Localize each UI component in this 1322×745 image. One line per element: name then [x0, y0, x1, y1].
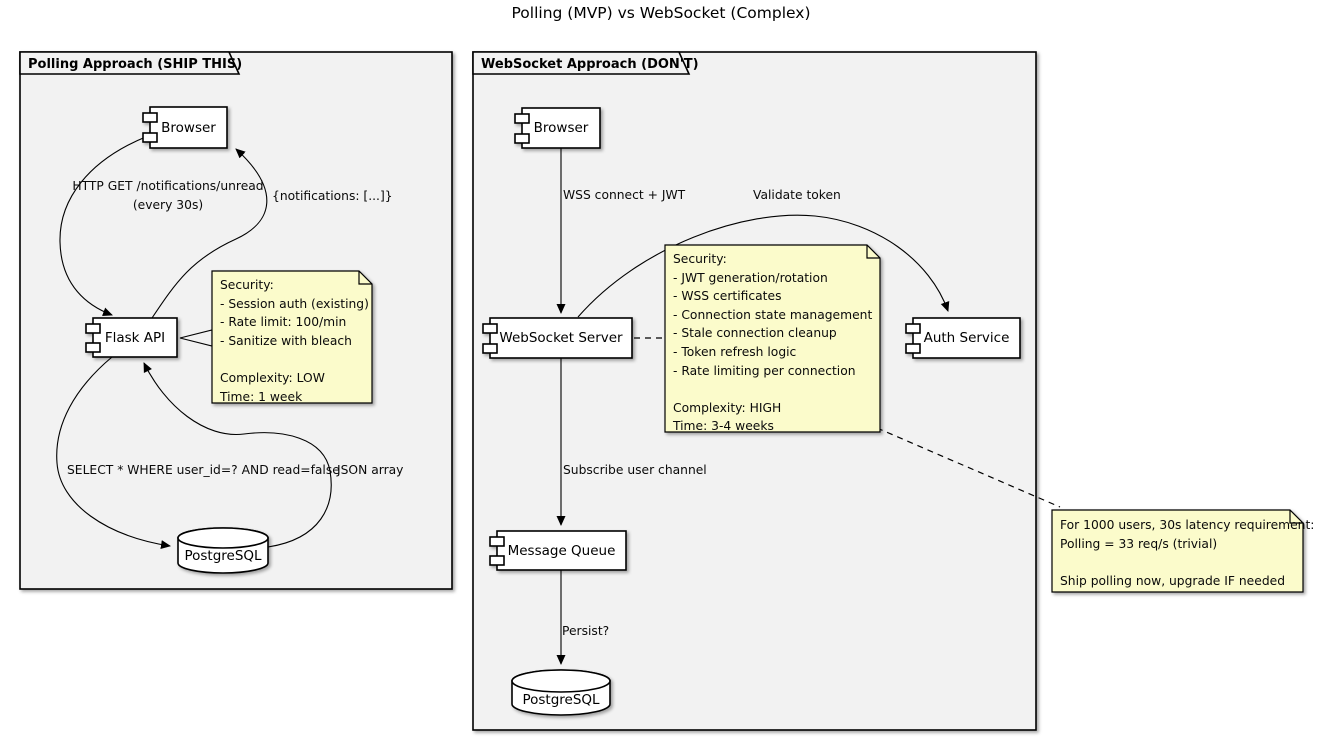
edge-label-notifications-response: {notifications: [...]}	[272, 189, 393, 203]
component-icon	[482, 323, 498, 334]
note-line	[1060, 553, 1300, 572]
arrow-select-query	[56, 356, 171, 550]
component-auth-service	[905, 317, 1021, 359]
database-ws-postgresql	[511, 669, 611, 716]
arrow-notifications-response	[151, 148, 268, 319]
note-line: - WSS certificates	[673, 289, 782, 304]
note-line: Time: 1 week	[220, 389, 303, 404]
component-icon	[905, 323, 921, 334]
note-line: - Rate limit: 100/min	[220, 315, 347, 330]
connector-note-conclusion-dashed	[876, 427, 1061, 508]
component-auth-service-label: Auth Service	[923, 330, 1010, 346]
database-ws-postgresql-label: PostgreSQL	[522, 691, 600, 708]
note-websocket-fold	[866, 245, 880, 259]
component-message-queue-label: Message Queue	[507, 542, 616, 559]
note-websocket-shape	[664, 244, 881, 433]
component-icon	[142, 132, 158, 143]
component-icon	[85, 342, 101, 353]
cylinder-top	[511, 669, 611, 693]
note-line: - Connection state management	[673, 307, 873, 322]
polling-arrows	[56, 135, 332, 550]
note-line	[673, 380, 875, 399]
edge-label-validate-token: Validate token	[753, 188, 841, 202]
cylinder-top	[177, 527, 269, 549]
note-line: Security:	[673, 252, 727, 266]
component-polling-browser	[142, 106, 228, 149]
component-icon	[142, 112, 158, 123]
frame-polling-tab	[19, 51, 241, 75]
note-line: - Stale connection cleanup	[673, 326, 837, 341]
arrow-http-get	[59, 135, 149, 317]
component-ws-browser-label: Browser	[533, 120, 589, 136]
component-icon	[482, 343, 498, 354]
component-icon	[489, 536, 505, 547]
edge-label-wss-connect: WSS connect + JWT	[563, 188, 686, 202]
note-line: For 1000 users, 30s latency requirement:	[1060, 518, 1315, 532]
component-ws-browser	[514, 107, 601, 149]
frame-websocket-label: WebSocket Approach (DON'T)	[481, 57, 699, 72]
note-polling-shape	[211, 270, 373, 404]
component-icon	[489, 555, 505, 566]
component-ws-server-label: WebSocket Server	[499, 330, 623, 346]
database-polling-postgresql-label: PostgreSQL	[184, 547, 262, 564]
note-line: Security:	[220, 278, 274, 292]
component-flask-api	[85, 317, 178, 358]
note-line: - Session auth (existing)	[220, 296, 369, 311]
note-conclusion-text: For 1000 users, 30s latency requirement:…	[1060, 516, 1315, 590]
frame-polling-label: Polling Approach (SHIP THIS)	[28, 57, 243, 72]
note-line: Complexity: LOW	[220, 370, 325, 385]
note-conclusion-shape	[1051, 509, 1304, 593]
component-polling-browser-label: Browser	[161, 119, 216, 136]
component-icon	[905, 343, 921, 354]
diagram-title: Polling (MVP) vs WebSocket (Complex)	[511, 4, 811, 22]
arrow-json-array	[143, 362, 332, 548]
component-icon	[514, 113, 530, 124]
note-conclusion-fold	[1289, 510, 1303, 524]
arrow-validate-token	[577, 214, 950, 318]
component-icon	[514, 133, 530, 144]
note-polling-fold	[358, 271, 372, 285]
edge-label-http-get: HTTP GET /notifications/unread	[72, 179, 264, 193]
note-line	[220, 350, 366, 369]
note-line: - Rate limiting per connection	[673, 363, 856, 378]
edge-label-json-array: JSON array	[337, 463, 404, 477]
note-line: - Sanitize with bleach	[220, 333, 352, 348]
note-line: Time: 3-4 weeks	[673, 419, 774, 434]
note-polling-text: Security: - Session auth (existing) - Rate…	[220, 276, 369, 406]
note-line: Complexity: HIGH	[673, 400, 782, 415]
edge-label-select-query: SELECT * WHERE user_id=? AND read=false	[67, 463, 340, 477]
component-icon	[85, 323, 101, 334]
edge-label-persist: Persist?	[562, 624, 610, 638]
component-ws-server	[482, 317, 633, 359]
note-line: Polling = 33 req/s (trivial)	[1060, 536, 1218, 551]
database-polling-postgresql	[177, 527, 269, 574]
note-line: Ship polling now, upgrade IF needed	[1060, 573, 1285, 588]
note-websocket-text: Security: - JWT generation/rotation - WSS …	[673, 250, 875, 436]
edge-label-http-get-interval: (every 30s)	[132, 198, 204, 212]
note-line: - Token refresh logic	[673, 344, 797, 359]
component-flask-api-label: Flask API	[104, 329, 166, 346]
note-line: - JWT generation/rotation	[673, 270, 828, 285]
frame-websocket-tab	[472, 51, 691, 75]
component-message-queue	[489, 530, 627, 571]
edge-label-subscribe: Subscribe user channel	[563, 463, 707, 477]
websocket-arrows	[556, 148, 950, 665]
